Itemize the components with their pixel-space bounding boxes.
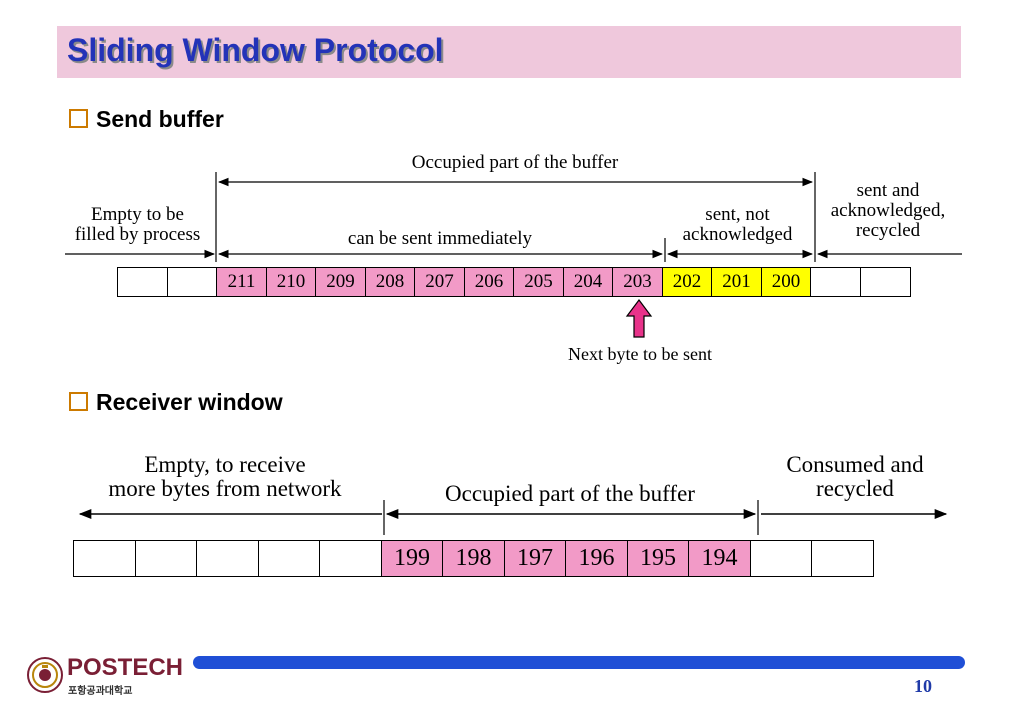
byte-cell-197: 197 (503, 540, 567, 577)
send-occupied-label: Occupied part of the buffer (411, 152, 619, 173)
receiver-window-heading: Receiver window (96, 389, 283, 415)
postech-emblem-icon (27, 657, 63, 693)
send-sent-ack-line3: recycled (855, 219, 921, 241)
byte-cell-204: 204 (562, 267, 614, 297)
postech-logo-text: POSTECH (67, 654, 184, 681)
byte-cell-198: 198 (442, 540, 505, 577)
send-sent-not-ack-line2: acknowledged (682, 223, 793, 245)
byte-cell-199: 199 (380, 540, 444, 577)
send-empty-label-line1: Empty to be (91, 204, 184, 225)
page-number: 10 (914, 676, 932, 696)
byte-cell-195: 195 (626, 540, 690, 577)
empty-cell (810, 267, 861, 297)
empty-cell (859, 267, 911, 297)
byte-cell-205: 205 (513, 267, 564, 297)
send-sent-not-ack-line1: sent, not (705, 204, 770, 225)
receiver-window-bullet: Receiver window (69, 389, 283, 416)
title-bar: Sliding Window Protocol (57, 26, 961, 78)
recv-empty-label-line2: more bytes from network (108, 476, 342, 502)
send-buffer-bullet: Send buffer (69, 106, 224, 133)
byte-cell-211: 211 (216, 267, 267, 297)
empty-cell (134, 540, 198, 577)
empty-cell (811, 540, 874, 577)
send-empty-label: Empty to be filled by process (55, 205, 220, 245)
empty-cell (749, 540, 813, 577)
byte-cell-209: 209 (315, 267, 366, 297)
byte-cell-210: 210 (265, 267, 317, 297)
send-can-send-label: can be sent immediately (347, 228, 533, 249)
byte-cell-200: 200 (760, 267, 812, 297)
byte-cell-202: 202 (661, 267, 713, 297)
send-sent-not-ack-label: sent, not acknowledged (665, 205, 810, 245)
send-buffer-heading: Send buffer (96, 106, 224, 132)
recv-empty-label: Empty, to receive more bytes from networ… (70, 452, 380, 502)
recv-occupied-label: Occupied part of the buffer (445, 481, 695, 506)
empty-cell (196, 540, 259, 577)
postech-logo-subtitle: 포항공과대학교 (68, 686, 133, 697)
next-byte-label: Next byte to be sent (568, 344, 712, 364)
checkbox-bullet-icon (69, 109, 88, 128)
send-sent-ack-line2: acknowledged, (830, 199, 946, 221)
recv-consumed-line1: Consumed and (786, 452, 924, 477)
recv-consumed-label: Consumed and recycled (760, 452, 950, 502)
byte-cell-203: 203 (612, 267, 663, 297)
slide-title: Sliding Window Protocol (67, 32, 444, 68)
byte-cell-201: 201 (711, 267, 762, 297)
checkbox-bullet-icon (69, 392, 88, 411)
recv-consumed-line2: recycled (816, 476, 894, 502)
byte-cell-196: 196 (565, 540, 628, 577)
send-sent-ack-label: sent and acknowledged, recycled (813, 181, 963, 241)
footer-bar (193, 656, 965, 669)
send-empty-label-line2: filled by process (74, 223, 201, 245)
empty-cell (257, 540, 321, 577)
byte-cell-194: 194 (688, 540, 751, 577)
next-byte-pointer-icon (625, 299, 653, 338)
byte-cell-206: 206 (463, 267, 515, 297)
recv-empty-label-line1: Empty, to receive (144, 452, 306, 477)
byte-cell-208: 208 (364, 267, 416, 297)
byte-cell-207: 207 (414, 267, 465, 297)
send-sent-ack-line1: sent and (856, 180, 920, 201)
